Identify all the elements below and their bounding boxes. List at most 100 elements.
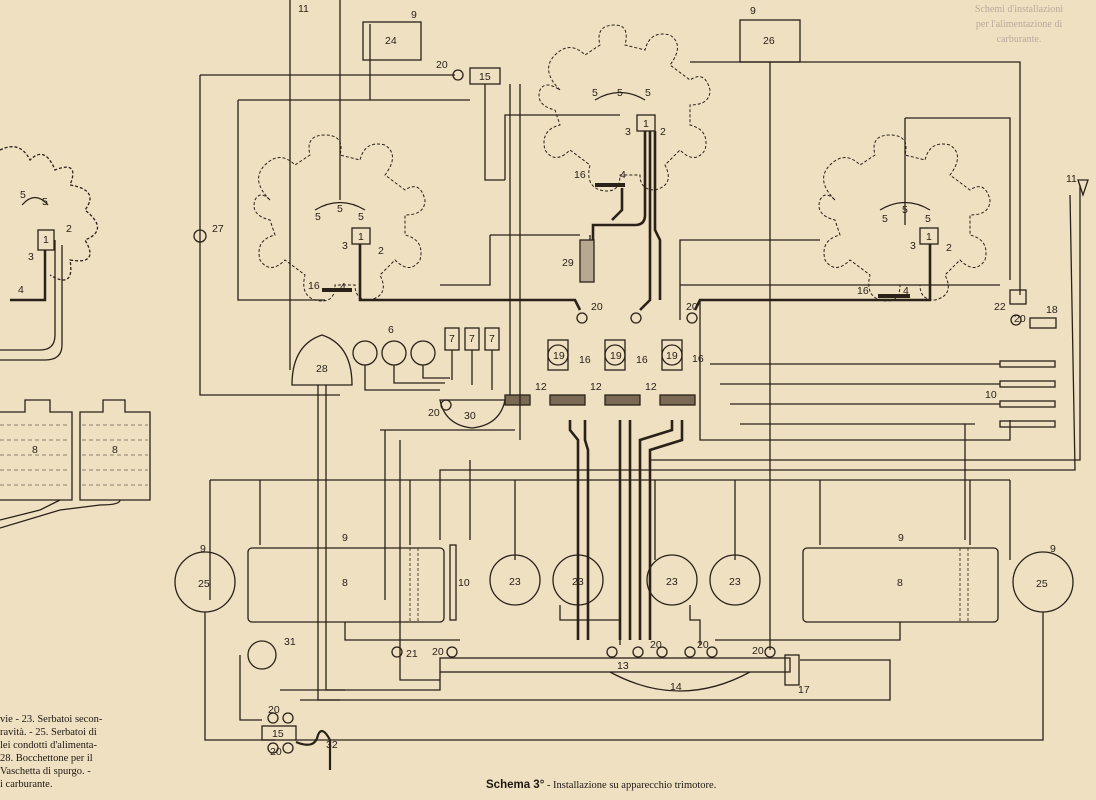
top-pipework [199,0,1081,650]
label-5-top-c: 5 [645,87,651,99]
label-5-partial-a: 5 [20,189,26,201]
label-10-pipe: 10 [458,577,470,589]
ghost-line-2: per l'alimentazione di [975,19,1063,30]
label-3-right: 3 [910,240,916,252]
item-22 [1009,289,1027,305]
left-magneto-arc [314,201,366,211]
label-9-tank-left: 9 [342,532,348,544]
side-legend-line-2: ravità. - 25. Serbatoi di [0,727,97,738]
dome-28 [291,334,353,386]
label-17: 17 [798,684,810,696]
label-14: 14 [670,681,682,693]
distributor-30 [439,399,506,429]
left-engine-cylinders [253,134,426,302]
label-2-right: 2 [946,242,952,254]
label-5-top-a: 5 [592,87,598,99]
drain-17 [784,654,800,686]
label-8-main-right: 8 [897,577,903,589]
ghost-line-3: carburante. [996,34,1042,45]
tank-23-c [646,554,698,606]
label-1-left: 1 [358,231,364,243]
label-23-c: 23 [666,576,678,588]
label-2-partial: 2 [66,223,72,235]
side-legend-line-5: Vaschetta di spurgo. - [0,766,91,777]
label-5-partial-b: 5 [42,196,48,208]
label-20-h: 20 [752,645,764,657]
label-6: 6 [388,324,394,336]
label-12-c: 12 [645,381,657,393]
label-4-partial: 4 [18,284,24,296]
valve-15-bottom [261,725,297,741]
label-19-c: 19 [666,350,678,362]
ghost-line-1: Schemi d'installazioni [974,4,1064,15]
heavy-collector-lines [568,420,684,640]
tank-23-a [489,554,541,606]
label-11-top: 11 [298,3,309,15]
label-4-left: 4 [340,281,346,293]
label-25-right: 25 [1036,578,1048,590]
label-9-top-left: 9 [411,9,417,21]
label-32: 32 [326,739,338,751]
label-4-top: 4 [620,169,626,181]
label-2-top: 2 [660,126,666,138]
label-5-right-a: 5 [882,213,888,225]
caption-title: Schema 3° [486,779,545,791]
tank-23-b [552,554,604,606]
figure-caption: Schema 3° - Installazione su apparecchio… [486,779,716,791]
label-16-p1: 16 [579,354,591,366]
label-29: 29 [562,257,574,269]
lower-pipework [204,605,1044,741]
label-16-p2: 16 [636,354,648,366]
label-27: 27 [212,223,224,235]
label-18: 18 [1046,304,1058,316]
label-23-d: 23 [729,576,741,588]
label-5-left-c: 5 [358,211,364,223]
left-partial-pipe [0,240,56,351]
label-31: 31 [284,636,296,648]
pump-group [547,339,683,371]
label-3-partial: 3 [28,251,34,263]
label-28: 28 [316,363,328,375]
caption-text: - Installazione su apparecchio trimotore… [544,780,717,791]
filter-12-group [504,394,696,406]
side-legend: vie - 23. Serbatoi secon- ravità. - 25. … [0,713,150,791]
label-11-right: 11 [1066,173,1077,185]
collector-13 [439,657,791,673]
label-20-j: 20 [270,746,282,758]
right-engine-cylinders [818,134,991,302]
label-16-p3: 16 [692,353,704,365]
label-30: 30 [464,410,476,422]
side-legend-line-4: 28. Bocchettone per il [0,753,93,764]
label-12-a: 12 [535,381,547,393]
side-legend-line-1: vie - 23. Serbatoi secon- [0,714,103,725]
bleed-through-text: Schemi d'installazioni per l'alimentazio… [944,2,1094,47]
sump-14 [609,671,751,692]
label-13: 13 [617,660,629,672]
left-partial-engine [0,146,99,281]
label-20-b: 20 [686,301,698,313]
side-legend-line-6: i carburante. [0,779,53,790]
label-16-right: 16 [857,285,869,297]
label-20-d: 20 [428,407,440,419]
item-31 [247,640,277,670]
label-16-left: 16 [308,280,320,292]
top-magneto-arc [594,91,646,101]
label-1-partial: 1 [43,234,49,246]
main-tank-left [247,547,445,623]
label-25-left: 25 [198,578,210,590]
label-3-left: 3 [342,240,348,252]
label-9-tank-right: 9 [898,532,904,544]
left-partial-magneto [21,196,49,206]
label-7-b: 7 [469,333,475,345]
filter-27 [193,229,207,243]
tank-manifold [209,429,1011,650]
label-26: 26 [763,35,775,47]
label-9-25-left: 9 [200,543,206,555]
label-10-right: 10 [985,389,997,401]
label-24: 24 [385,35,397,47]
label-16-top: 16 [574,169,586,181]
label-23-a: 23 [509,576,521,588]
label-2-left: 2 [378,245,384,257]
label-9-top-right: 9 [750,5,756,17]
